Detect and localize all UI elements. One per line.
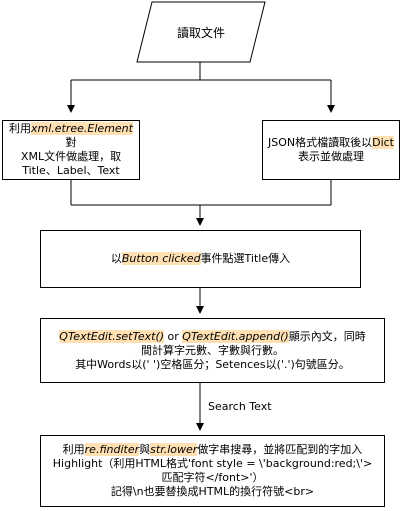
finditer-highlight: re.finditer — [84, 443, 140, 456]
search-line2: Highlight（利用HTML格式'font style = \'backgr… — [52, 457, 373, 470]
button-post: 事件點選Title傳入 — [200, 252, 291, 265]
json-line2: 表示並做處理 — [297, 150, 364, 163]
xml-line3: Title、Label、Text — [22, 164, 120, 177]
button-click-node: 以Button clicked事件點選Title傳入 — [40, 230, 361, 288]
qtext-line2: 間計算字元數、字數與行數。 — [141, 343, 284, 357]
json-process-node: JSON格式檔讀取後以Dict 表示並做處理 — [262, 120, 400, 180]
read-file-shape — [136, 1, 266, 63]
search-highlight-node: 利用re.finditer與str.lower做字串搜尋，並將匹配到的字加入 H… — [40, 435, 385, 507]
read-file-label: 讀取文件 — [176, 25, 225, 40]
search-line3: 匹配字符</font>'） — [161, 471, 264, 484]
str-lower-highlight: str.lower — [150, 443, 198, 456]
button-clicked-highlight: Button clicked — [121, 252, 201, 265]
xml-line1-post: 對 — [65, 136, 77, 149]
qtext-line3: 其中Words以(' ')空格區分；Setences以('.')句號區分。 — [75, 357, 350, 371]
search-mid: 與 — [139, 443, 151, 456]
json-line1: JSON格式檔讀取後以Dict — [268, 136, 394, 150]
append-highlight: QTextEdit.append() — [182, 329, 289, 343]
xml-process-node: 利用xml.etree.Element對 XML文件做處理，取 Title、La… — [2, 120, 140, 180]
search-line1: 利用re.finditer與str.lower做字串搜尋，並將匹配到的字加入 — [53, 443, 372, 457]
xml-line1-pre: 利用 — [9, 122, 32, 135]
qtext-line1: QTextEdit.setText() or QTextEdit.append(… — [59, 329, 366, 344]
search-line4: 記得\n也要替換成HTML的換行符號<br> — [110, 485, 315, 498]
xml-element-highlight: xml.etree.Element — [31, 122, 133, 135]
qtext-line1-post: 顯示內文，同時 — [288, 329, 366, 343]
search-text-label: Search Text — [208, 400, 272, 413]
xml-line2: XML文件做處理，取 — [20, 150, 122, 163]
search-line1-post: 做字串搜尋，並將匹配到的字加入 — [197, 443, 363, 456]
search-pre: 利用 — [62, 443, 85, 456]
read-file-node: 讀取文件 — [137, 2, 265, 62]
qtextedit-node: QTextEdit.setText() or QTextEdit.append(… — [40, 318, 385, 383]
button-pre: 以 — [110, 252, 122, 265]
xml-line1: 利用xml.etree.Element對 — [7, 122, 135, 150]
search-text-edge-label: Search Text — [206, 400, 274, 413]
settext-highlight: QTextEdit.setText() — [59, 329, 165, 343]
json-line1-pre: JSON格式檔讀取後以 — [267, 136, 373, 149]
qtext-or: or — [164, 329, 183, 343]
json-dict-highlight: Dict — [372, 136, 394, 149]
